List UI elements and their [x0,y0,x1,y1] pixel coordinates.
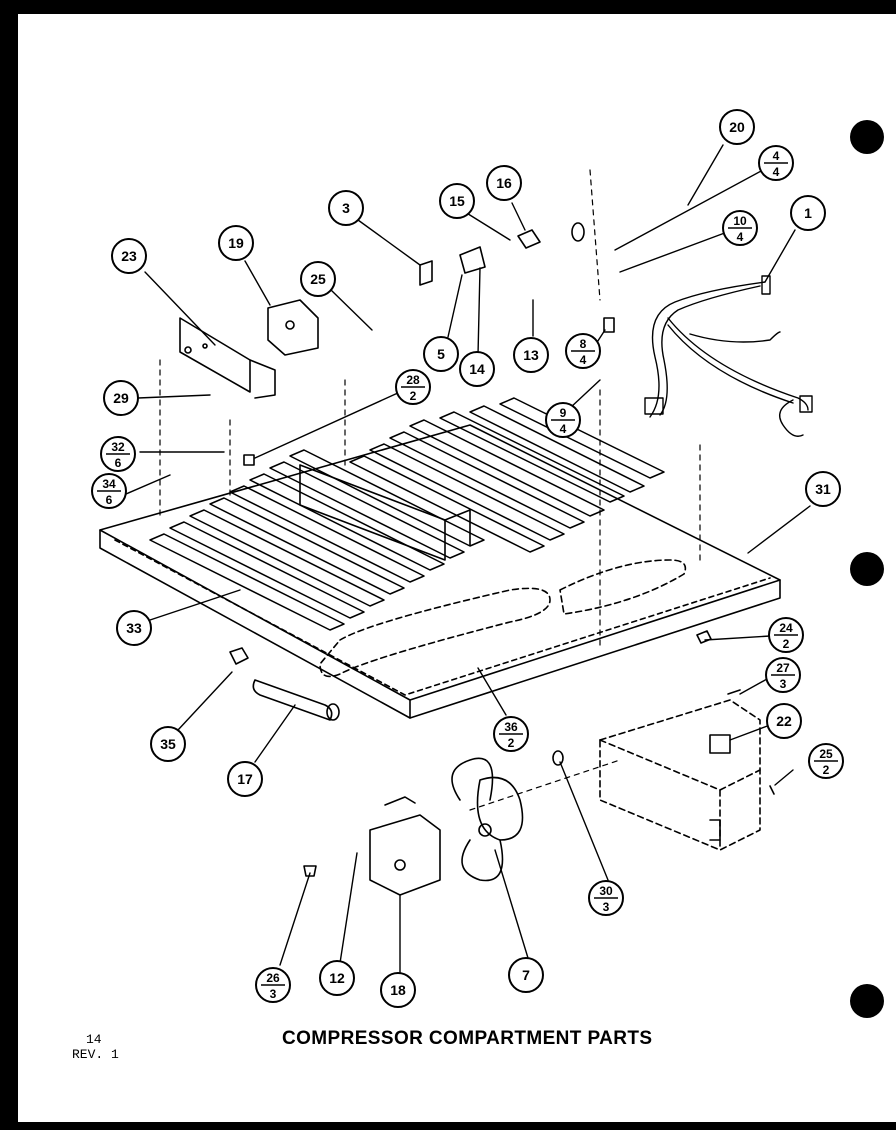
callout-number: 25 [310,271,326,287]
callout-number: 22 [776,713,792,729]
callout-32-6: 326 [100,436,136,472]
callout-sheet-ref: 4 [560,422,567,436]
callout-4-4: 44 [758,145,794,181]
callout-number: 10 [733,214,747,228]
callout-19: 19 [218,225,254,261]
page-number: 14 [86,1032,102,1047]
bracket-23 [179,317,276,399]
callout-14: 14 [459,351,495,387]
callout-number: 13 [523,347,539,363]
callout-sheet-ref: 3 [270,987,277,1001]
callout-number: 1 [804,205,812,221]
callout-29: 29 [103,380,139,416]
callout-sheet-ref: 3 [603,900,610,914]
callout-33: 33 [116,610,152,646]
callout-number: 24 [779,621,793,635]
callout-number: 25 [819,747,833,761]
callout-34-6: 346 [91,473,127,509]
callout-sheet-ref: 6 [115,456,122,470]
callout-sheet-ref: 2 [783,637,790,651]
callout-5: 5 [423,336,459,372]
callout-number: 7 [522,967,530,983]
callout-sheet-ref: 4 [580,353,587,367]
callout-number: 23 [121,248,137,264]
callout-sheet-ref: 2 [508,736,515,750]
callout-sheet-ref: 2 [410,389,417,403]
callout-sheet-ref: 4 [737,230,744,244]
callout-3: 3 [328,190,364,226]
callout-1: 1 [790,195,826,231]
callout-number: 8 [580,337,587,351]
callout-number: 12 [329,970,345,986]
relay-19 [267,299,319,356]
callout-number: 26 [266,971,280,985]
callout-number: 16 [496,175,512,191]
callout-8-4: 84 [565,333,601,369]
fan-motor-18 [369,796,441,896]
page-number-block: 14 REV. 1 [72,1032,119,1062]
binder-hole [850,984,884,1018]
wire-harness [644,275,813,437]
diagram-title: COMPRESSOR COMPARTMENT PARTS [282,1028,653,1049]
callout-number: 34 [102,477,116,491]
callout-16: 16 [486,165,522,201]
callout-25: 25 [300,261,336,297]
condenser-tubes [149,397,665,631]
callout-number: 4 [773,149,780,163]
callout-number: 32 [111,440,125,454]
callout-9-4: 94 [545,402,581,438]
callout-number: 36 [504,720,518,734]
callout-27-3: 273 [765,657,801,693]
callout-sheet-ref: 4 [773,165,780,179]
callout-number: 15 [449,193,465,209]
callout-sheet-ref: 3 [780,677,787,691]
callout-28-2: 282 [395,369,431,405]
callout-35: 35 [150,726,186,762]
callout-31: 31 [805,471,841,507]
callout-number: 27 [776,661,790,675]
callout-18: 18 [380,972,416,1008]
callout-15: 15 [439,183,475,219]
callout-36-2: 362 [493,716,529,752]
callout-sheet-ref: 2 [823,763,830,777]
callout-number: 3 [342,200,350,216]
drain-tube-17 [252,679,340,721]
callout-number: 20 [729,119,745,135]
binder-hole [850,552,884,586]
callout-number: 9 [560,406,567,420]
callout-sheet-ref: 6 [106,493,113,507]
callout-number: 29 [113,390,129,406]
callout-24-2: 242 [768,617,804,653]
callout-number: 33 [126,620,142,636]
callout-number: 17 [237,771,253,787]
callout-22: 22 [766,703,802,739]
callout-17: 17 [227,761,263,797]
callout-number: 35 [160,736,176,752]
callout-10-4: 104 [722,210,758,246]
callout-30-3: 303 [588,880,624,916]
callout-number: 18 [390,982,406,998]
compressor-housing [599,699,761,851]
callout-20: 20 [719,109,755,145]
callout-12: 12 [319,960,355,996]
revision-label: REV. 1 [72,1047,119,1062]
callout-7: 7 [508,957,544,993]
callout-13: 13 [513,337,549,373]
callout-number: 5 [437,346,445,362]
binder-hole [850,120,884,154]
callout-number: 14 [469,361,485,377]
callout-number: 30 [599,884,613,898]
base-pan [99,424,781,719]
callout-26-3: 263 [255,967,291,1003]
callout-number: 31 [815,481,831,497]
callout-25-2: 252 [808,743,844,779]
callout-number: 28 [406,373,420,387]
callout-23: 23 [111,238,147,274]
callout-number: 19 [228,235,244,251]
fan-blade-7 [451,757,524,882]
